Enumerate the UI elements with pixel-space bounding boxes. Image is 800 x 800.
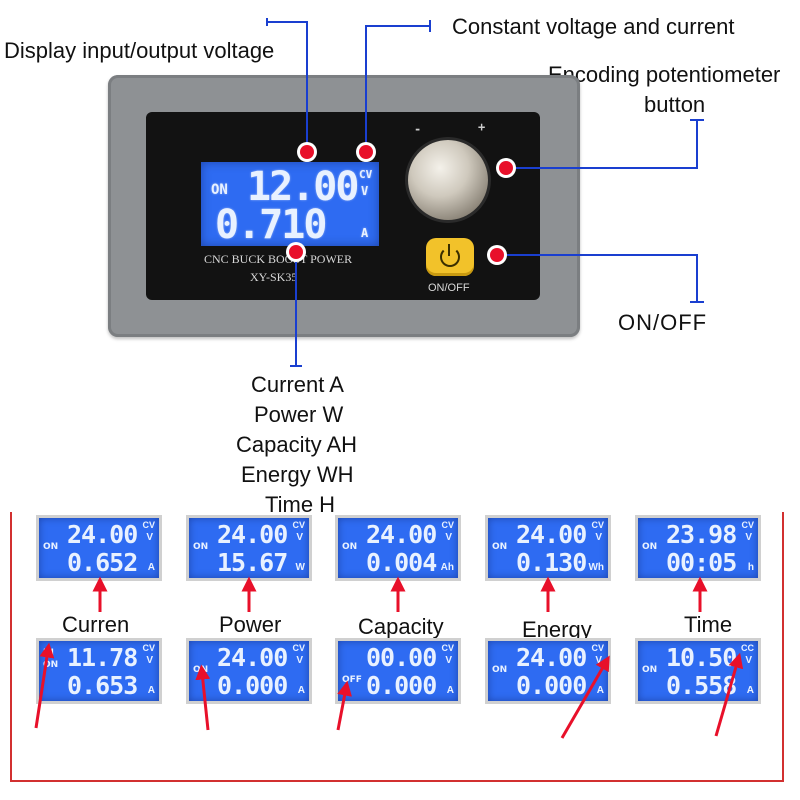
- power-icon: [440, 247, 460, 267]
- main-lcd-mode: CV: [359, 168, 373, 181]
- example-lcd-top: ON 24.00 CV V 15.67 W: [189, 518, 309, 578]
- example-label-capacity: Capacity: [358, 614, 444, 639]
- onoff-callout: ON/OFF: [618, 310, 708, 335]
- examples-frame: [10, 512, 784, 782]
- example-lcd-bottom: IN ON 11.78 CV V 0.653 A: [39, 641, 159, 701]
- example-lcd-bottom: ON 10.50 CC V 0.558 A: [638, 641, 758, 701]
- main-lcd: ON 12.00 CV V 0.710 A: [201, 162, 379, 248]
- arrow-cc-time: [714, 652, 744, 737]
- arrow-on-power: [195, 664, 211, 731]
- knob-plus-mark: +: [478, 120, 486, 134]
- onoff-button-label: ON/OFF: [428, 282, 470, 294]
- main-lcd-voltage: 12.00: [247, 164, 359, 210]
- arrow-in-on: [34, 642, 55, 729]
- example-lcd-top: ON 24.00 CV V 0.652 A: [39, 518, 159, 578]
- knob-minus-mark: -: [414, 122, 422, 136]
- param-capacity: Capacity AH: [236, 432, 358, 457]
- param-power: Power W: [254, 402, 344, 427]
- power-module: ON 12.00 CV V 0.710 A CNC BUCK BOOST POW…: [108, 75, 580, 337]
- onoff-button[interactable]: [426, 238, 474, 276]
- brand-line1: CNC BUCK BOOST POWER: [204, 252, 353, 266]
- main-lcd-status: ON: [211, 182, 228, 198]
- param-current: Current A: [251, 372, 344, 397]
- param-energy: Energy WH: [241, 462, 354, 487]
- brand-line2: XY-SK35: [250, 270, 298, 284]
- example-label-power: Power: [219, 612, 282, 637]
- example-label-time: Time: [684, 612, 733, 637]
- leader-constant-vc: [365, 25, 430, 152]
- example-lcd-top: ON 24.00 CV V 0.004 Ah: [338, 518, 458, 578]
- leader-onoff: [497, 254, 698, 302]
- leader-display-voltage: [267, 21, 308, 152]
- example-label-current: Curren: [62, 612, 130, 637]
- marker-mode: [359, 145, 373, 159]
- main-lcd-voltage-unit: V: [361, 184, 369, 198]
- front-panel: ON 12.00 CV V 0.710 A CNC BUCK BOOST POW…: [146, 112, 540, 300]
- example-label-energy: Energy: [522, 617, 592, 642]
- constant-voltage-current-callout: Constant voltage and current: [452, 14, 735, 39]
- encoder-callout-line1: Encoding potentiometer: [548, 62, 781, 87]
- param-time: Time H: [265, 492, 336, 517]
- encoder-knob[interactable]: [408, 140, 488, 220]
- marker-onoff: [490, 248, 504, 262]
- marker-current: [289, 245, 303, 259]
- marker-voltage: [300, 145, 314, 159]
- example-lcd-top: ON 24.00 CV V 0.130 Wh: [488, 518, 608, 578]
- example-lcd-bottom: OFF 00.00 CV V 0.000 A: [338, 641, 458, 701]
- leader-encoder: [508, 120, 698, 169]
- main-lcd-current-unit: A: [361, 226, 369, 240]
- arrow-v-energy: [560, 655, 610, 739]
- example-lcd-top: ON 23.98 CV V 00:05 h: [638, 518, 758, 578]
- encoder-callout-line2: button: [644, 92, 706, 117]
- arrow-off-capacity: [336, 680, 352, 731]
- display-voltage-callout: Display input/output voltage: [4, 38, 275, 63]
- marker-encoder: [499, 161, 513, 175]
- main-lcd-current: 0.710: [215, 202, 327, 248]
